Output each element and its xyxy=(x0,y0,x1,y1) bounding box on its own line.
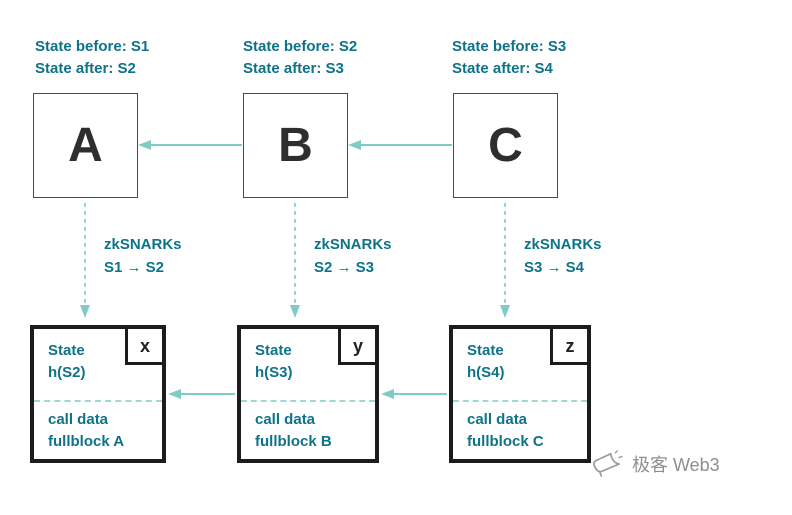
state-label-c: State before: S3 State after: S4 xyxy=(452,36,566,80)
state-word: State xyxy=(255,342,292,359)
block-b-letter: B xyxy=(278,118,313,172)
down-dashed-arrow-icon xyxy=(290,203,300,318)
rollup-block-b: State h(S3) y call data fullblock B xyxy=(237,325,379,463)
zksnarks-title-b: zkSNARKs xyxy=(314,236,392,253)
state-after-b: State after: S3 xyxy=(243,60,344,77)
divider-line xyxy=(241,400,375,402)
state-after-c: State after: S4 xyxy=(452,60,553,77)
state-after-a: State after: S2 xyxy=(35,60,136,77)
divider-line xyxy=(34,400,162,402)
rollup-state-b: State h(S3) xyxy=(255,340,293,384)
corner-letter-y: y xyxy=(352,335,363,356)
dashed-arrow-a xyxy=(79,203,91,319)
block-c: C xyxy=(453,93,558,198)
left-arrow-icon xyxy=(138,140,242,150)
rollup-calldata-b: call data fullblock B xyxy=(255,409,332,453)
rollup-block-c: State h(S4) z call data fullblock C xyxy=(449,325,591,463)
zksnarks-transition-b: S2 → S3 xyxy=(314,259,375,276)
state-before-a: State before: S1 xyxy=(35,38,150,55)
left-arrow-icon xyxy=(348,140,452,150)
calldata-value: fullblock A xyxy=(48,433,125,450)
state-word: State xyxy=(48,342,85,359)
state-label-a: State before: S1 State after: S2 xyxy=(35,36,149,80)
block-c-letter: C xyxy=(488,118,523,172)
calldata-value: fullblock B xyxy=(255,433,332,450)
state-word: State xyxy=(467,342,504,359)
corner-box-x: x xyxy=(125,329,162,365)
state-before-b: State before: S2 xyxy=(243,38,358,55)
rollup-calldata-a: call data fullblock A xyxy=(48,409,124,453)
zksnarks-title-c: zkSNARKs xyxy=(524,236,602,253)
corner-letter-z: z xyxy=(565,335,575,356)
watermark: 极客 Web3 xyxy=(590,450,720,478)
down-dashed-arrow-icon xyxy=(80,203,90,318)
rollup-state-c: State h(S4) xyxy=(467,340,505,384)
zksnarks-label-c: zkSNARKs S3 → S4 xyxy=(524,233,602,279)
block-a: A xyxy=(33,93,138,198)
state-hash: h(S4) xyxy=(467,364,505,381)
dashed-arrow-c xyxy=(499,203,511,319)
zksnarks-transition-c: S3 → S4 xyxy=(524,259,585,276)
calldata-word: call data xyxy=(467,411,528,428)
block-a-letter: A xyxy=(68,118,103,172)
calldata-value: fullblock C xyxy=(467,433,544,450)
corner-letter-x: x xyxy=(139,335,150,356)
corner-box-z: z xyxy=(550,329,587,365)
arrow-rollup-b-to-a xyxy=(168,388,235,400)
calldata-word: call data xyxy=(255,411,316,428)
arrow-b-to-a xyxy=(138,139,242,151)
state-before-c: State before: S3 xyxy=(452,38,567,55)
divider-line xyxy=(453,400,587,402)
zksnarks-title-a: zkSNARKs xyxy=(104,236,182,253)
zksnarks-label-a: zkSNARKs S1 → S2 xyxy=(104,233,182,279)
zksnarks-transition-a: S1 → S2 xyxy=(104,259,165,276)
watermark-text: 极客 Web3 xyxy=(632,455,720,475)
left-arrow-icon xyxy=(168,389,235,399)
state-hash: h(S3) xyxy=(255,364,293,381)
down-dashed-arrow-icon xyxy=(500,203,510,318)
arrow-c-to-b xyxy=(348,139,452,151)
state-hash: h(S2) xyxy=(48,364,86,381)
calldata-word: call data xyxy=(48,411,109,428)
dashed-arrow-b xyxy=(289,203,301,319)
corner-box-y: y xyxy=(338,329,375,365)
rollup-calldata-c: call data fullblock C xyxy=(467,409,544,453)
block-b: B xyxy=(243,93,348,198)
rollup-block-a: State h(S2) x call data fullblock A xyxy=(30,325,166,463)
zksnarks-label-b: zkSNARKs S2 → S3 xyxy=(314,233,392,279)
arrow-rollup-c-to-b xyxy=(381,388,447,400)
state-label-b: State before: S2 State after: S3 xyxy=(243,36,357,80)
rollup-state-a: State h(S2) xyxy=(48,340,86,384)
megaphone-icon xyxy=(593,450,623,477)
left-arrow-icon xyxy=(381,389,447,399)
